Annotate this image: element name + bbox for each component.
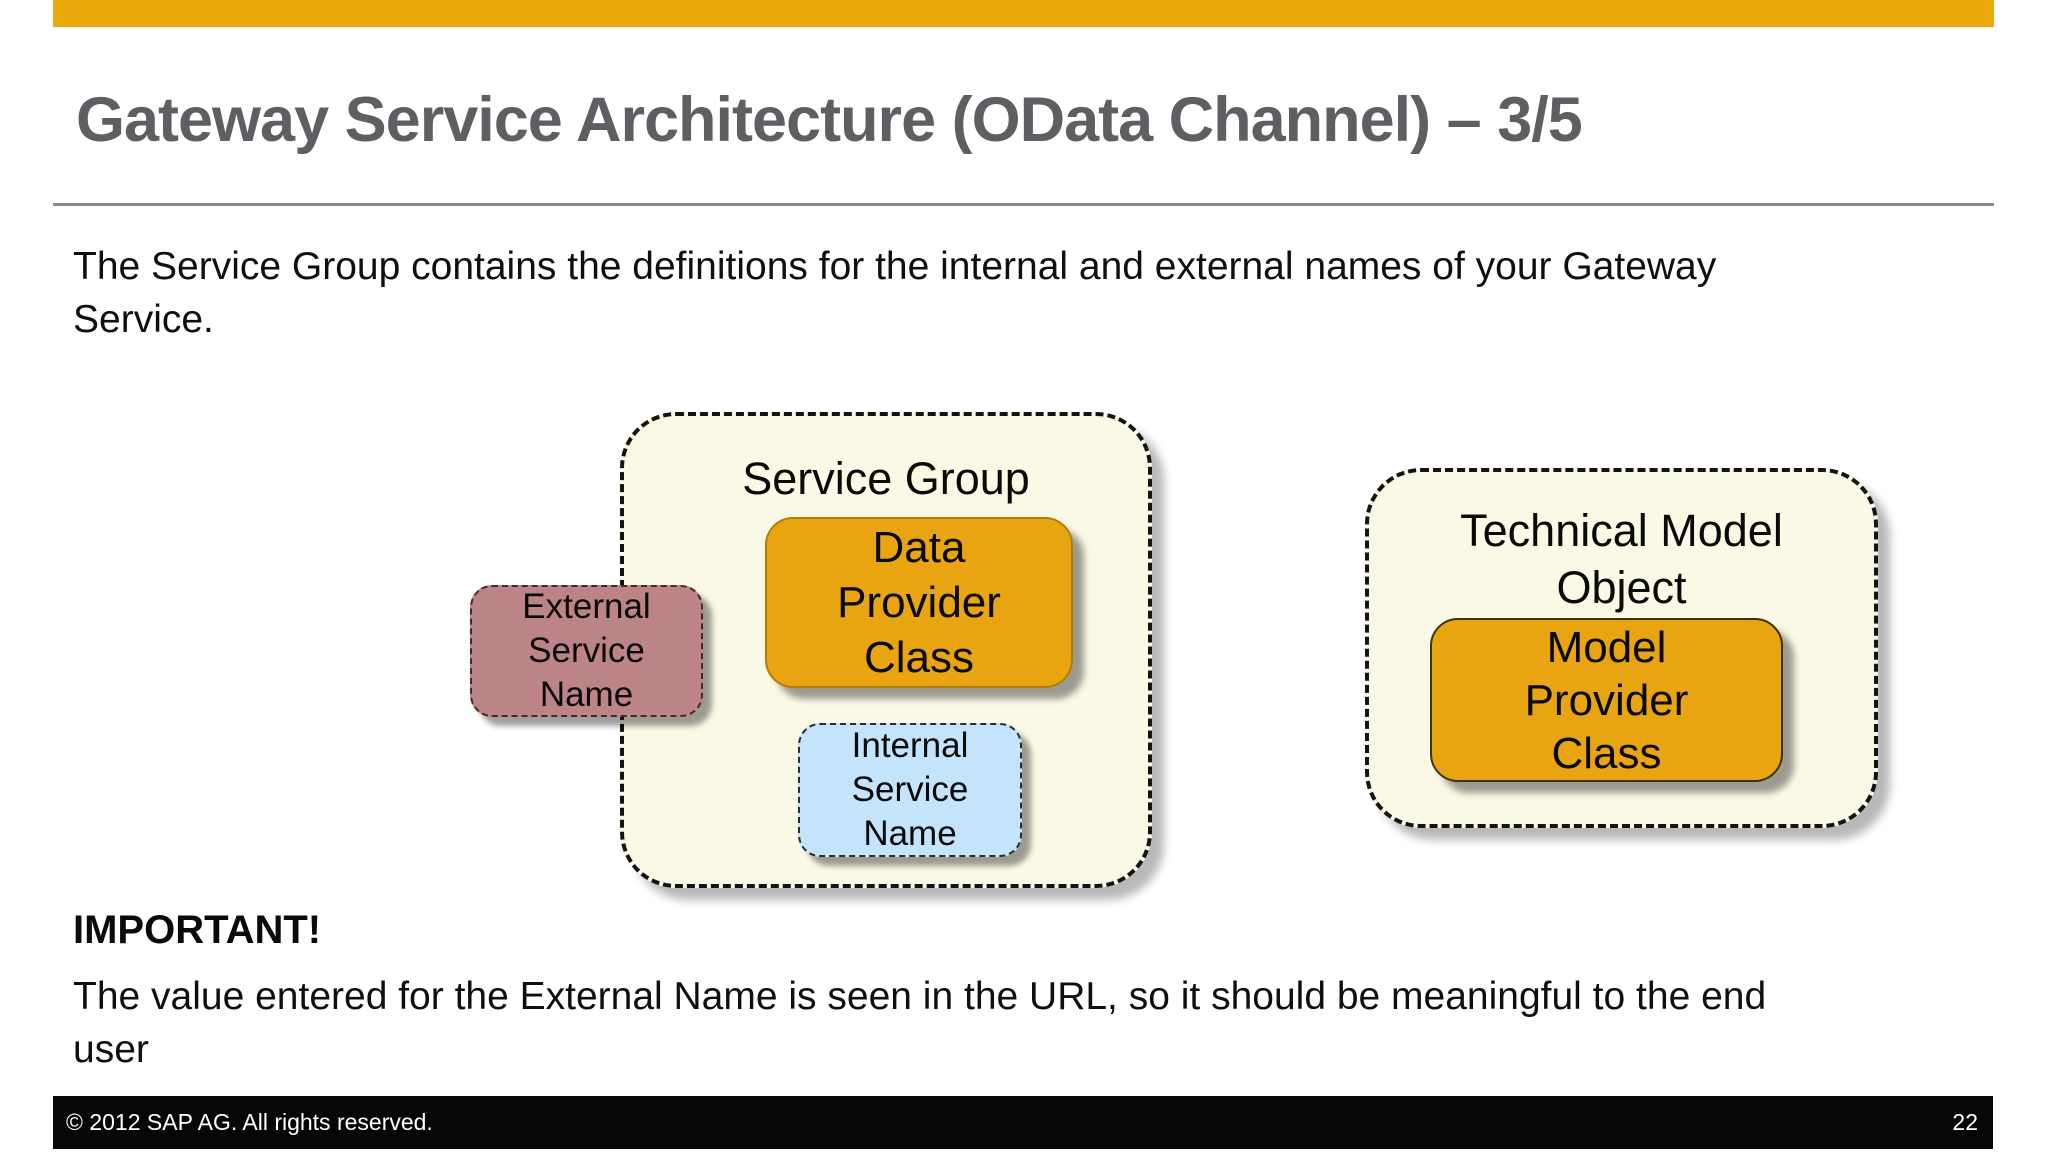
external-service-name-box: External Service Name <box>470 585 703 717</box>
data-provider-class-box: Data Provider Class <box>765 517 1073 688</box>
top-accent-bar <box>53 0 1994 27</box>
important-heading: IMPORTANT! <box>73 908 322 952</box>
intro-text: The Service Group contains the definitio… <box>73 245 1717 341</box>
technical-model-object-label: Technical Model Object <box>1460 505 1783 613</box>
important-text: The value entered for the External Name … <box>73 975 1767 1071</box>
page-number: 22 <box>1952 1109 1978 1135</box>
slide-title: Gateway Service Architecture (OData Chan… <box>76 85 1583 155</box>
title-divider <box>53 203 1994 206</box>
internal-service-name-box: Internal Service Name <box>798 723 1022 857</box>
copyright-text: © 2012 SAP AG. All rights reserved. <box>66 1109 433 1135</box>
footer-bar: © 2012 SAP AG. All rights reserved. 22 <box>53 1096 1993 1149</box>
service-group-label: Service Group <box>742 453 1030 504</box>
model-provider-class-box: Model Provider Class <box>1430 618 1783 782</box>
